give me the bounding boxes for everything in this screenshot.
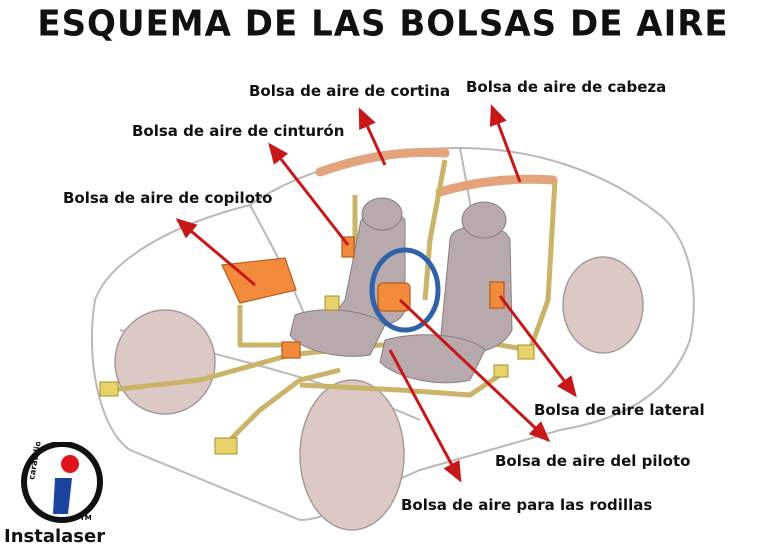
copilot-airbag xyxy=(221,257,297,304)
front-left-wheel xyxy=(114,309,216,415)
sensor xyxy=(324,295,340,311)
arrow-lateral xyxy=(498,295,577,398)
knee-airbag xyxy=(281,341,301,359)
arrow-cinturon xyxy=(268,142,350,246)
label-piloto: Bolsa de aire del piloto xyxy=(495,452,691,470)
head-airbag xyxy=(435,174,558,197)
brand-name: Instalaser xyxy=(4,526,106,547)
arrow-copiloto xyxy=(175,218,256,287)
rear-right-wheel xyxy=(562,256,644,354)
arrow-piloto xyxy=(398,298,551,443)
driver-airbag xyxy=(377,282,411,312)
steering-wheel xyxy=(369,247,441,333)
sensor xyxy=(99,381,119,397)
label-cinturon: Bolsa de aire de cinturón xyxy=(132,122,345,140)
front-left-seat xyxy=(289,197,406,357)
label-cortina: Bolsa de aire de cortina xyxy=(249,82,451,100)
label-copiloto: Bolsa de aire de copiloto xyxy=(63,189,273,207)
label-rodillas: Bolsa de aire para las rodillas xyxy=(401,496,653,514)
arrow-cabeza xyxy=(489,104,522,183)
trademark: TM xyxy=(80,514,92,522)
label-lateral: Bolsa de aire lateral xyxy=(534,401,705,419)
diagram-title: ESQUEMA DE LAS BOLSAS DE AIRE xyxy=(37,3,729,45)
arrow-rodillas xyxy=(388,349,462,483)
sensor xyxy=(214,437,238,455)
side-airbag xyxy=(489,281,505,309)
arrow-cortina xyxy=(358,107,387,166)
front-right-wheel xyxy=(299,379,405,531)
label-cabeza: Bolsa de aire de cabeza xyxy=(466,78,667,96)
sensor xyxy=(493,364,509,378)
sensor xyxy=(517,344,535,360)
front-right-seat xyxy=(379,201,513,384)
instalaser-logo: caraudio xyxy=(21,442,103,523)
